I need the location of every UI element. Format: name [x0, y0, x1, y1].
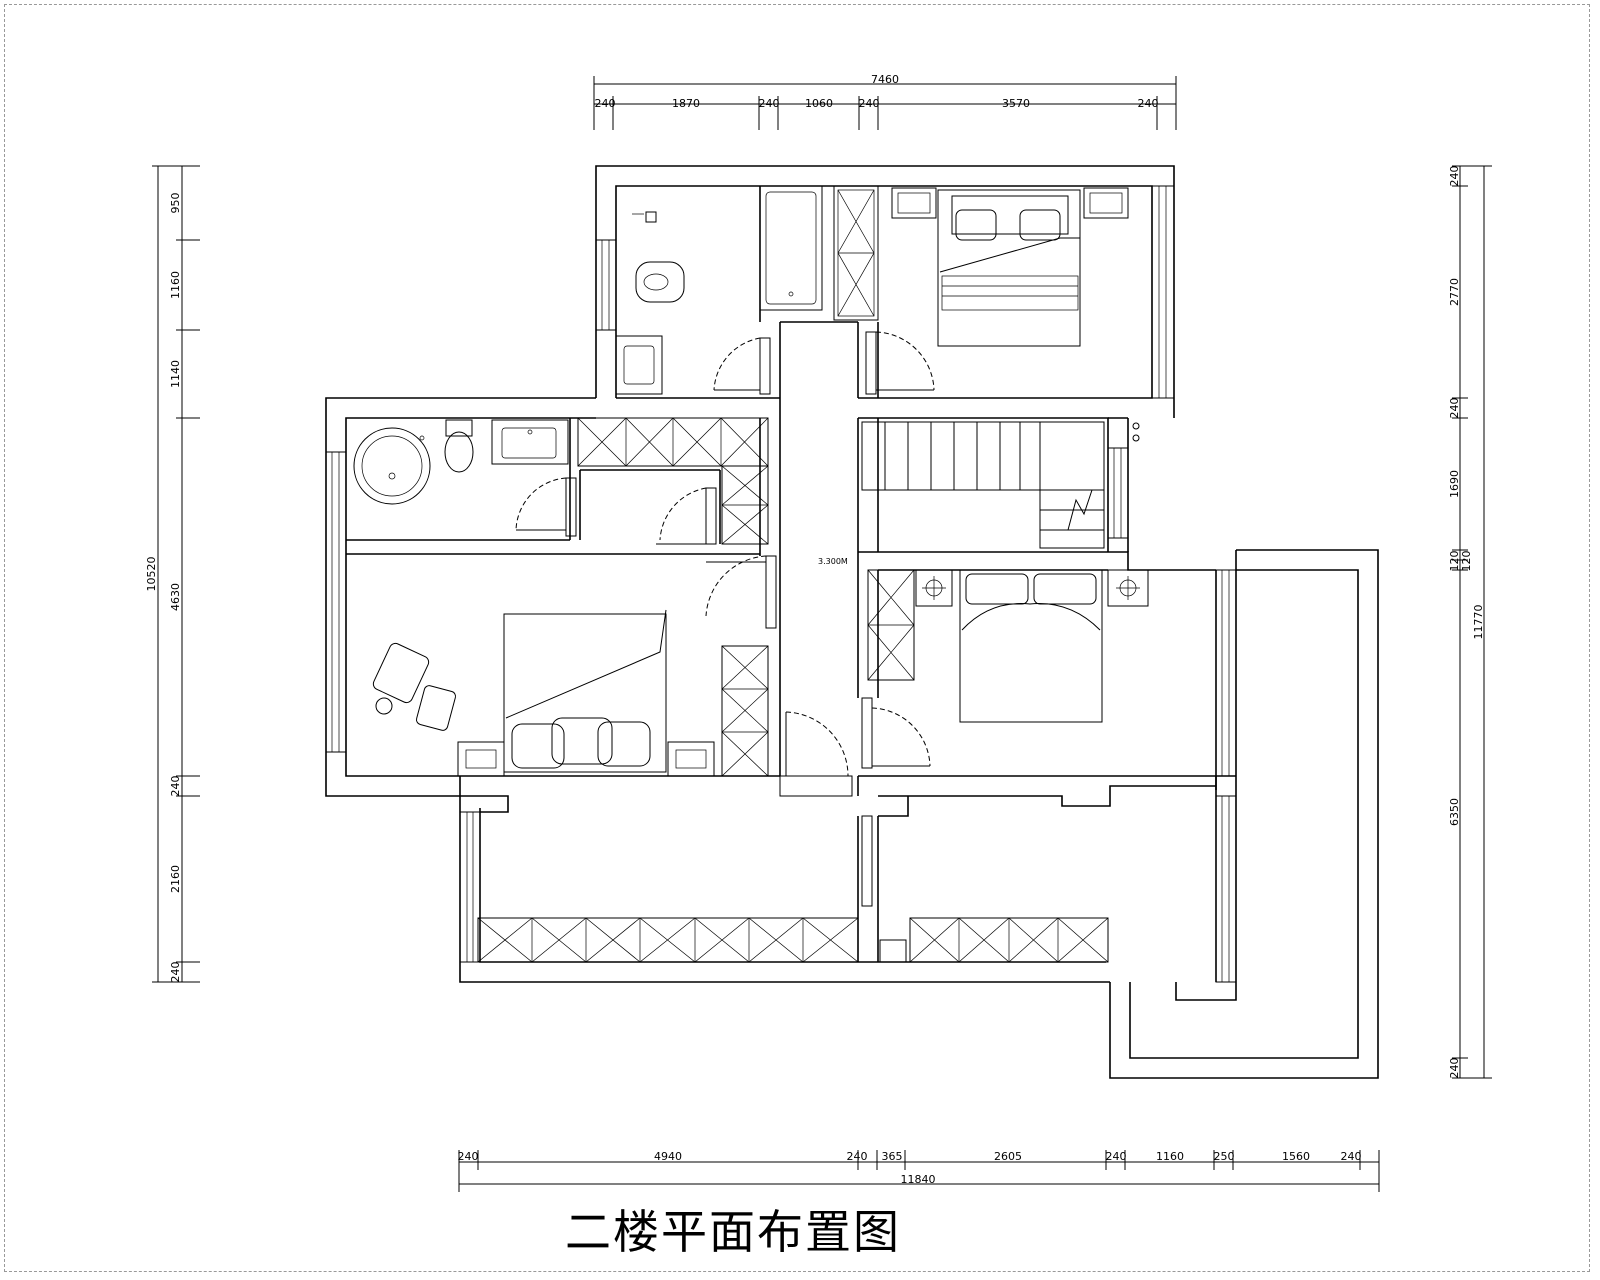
- squat-toilet-icon: [632, 211, 685, 303]
- vanity-sink-icon: [491, 419, 569, 465]
- top-dimension-lines: 7460 240 1870 240 1060 240 3570 240: [593, 73, 1177, 130]
- top-dim-5: 240: [859, 97, 880, 110]
- left-dim-6: 2160: [169, 865, 182, 893]
- windows: [325, 185, 1237, 983]
- bottom-dim-7: 1160: [1156, 1150, 1184, 1163]
- bed-2-icon: [457, 609, 715, 777]
- bottom-dim-8: 250: [1214, 1150, 1235, 1163]
- left-dimension-lines: 10520 950 1160 1140 4630 240 2160 240: [145, 165, 200, 983]
- bottom-dim-6: 240: [1106, 1150, 1127, 1163]
- washbasin-icon: [615, 335, 663, 395]
- wardrobe-west-vertical: [721, 465, 769, 545]
- bottom-dim-10: 240: [1341, 1150, 1362, 1163]
- toilet-icon: [444, 419, 474, 473]
- bottom-dim-5: 2605: [994, 1150, 1022, 1163]
- top-dim-6: 3570: [1002, 97, 1030, 110]
- left-dim-1: 950: [169, 193, 182, 214]
- right-dim-3: 240: [1448, 398, 1461, 419]
- wardrobe-south-east: [879, 917, 1109, 963]
- wardrobe-master-north: [833, 185, 879, 321]
- top-dim-4: 1060: [805, 97, 833, 110]
- right-dim-7: 6350: [1448, 798, 1461, 826]
- bottom-dim-4: 365: [882, 1150, 903, 1163]
- left-dim-2: 1160: [169, 271, 182, 299]
- bottom-dim-2: 4940: [654, 1150, 682, 1163]
- stair-level-note: 3.300M: [818, 557, 848, 566]
- bottom-dim-9: 1560: [1282, 1150, 1310, 1163]
- top-total-dim: 7460: [871, 73, 899, 86]
- right-dim-4: 1690: [1448, 470, 1461, 498]
- right-dim-5: 120: [1448, 551, 1461, 572]
- round-bathtub-icon: [353, 427, 431, 505]
- drawing-title: 二楼平面布置图: [565, 1205, 901, 1259]
- bottom-total-dim: 11840: [901, 1173, 936, 1186]
- right-dimension-lines: 240 2770 240 1690 120 120 6350 240 11770: [1448, 165, 1492, 1079]
- east-bed-icon: [915, 569, 1149, 723]
- bottom-dim-3: 240: [847, 1150, 868, 1163]
- exterior-walls: [325, 165, 1379, 1079]
- left-dim-3: 1140: [169, 360, 182, 388]
- armchair-icon: [372, 642, 457, 731]
- doors: [515, 331, 935, 907]
- right-total-dim: 11770: [1472, 605, 1485, 640]
- bottom-dim-1: 240: [458, 1150, 479, 1163]
- left-dim-4: 4630: [169, 583, 182, 611]
- wardrobe-west-row: [577, 417, 769, 467]
- right-dim-6: 120: [1460, 551, 1473, 572]
- bottom-dimension-lines: 240 4940 240 365 2605 240 1160 250 1560 …: [458, 1150, 1380, 1192]
- staircase: [861, 421, 1140, 549]
- top-dim-7: 240: [1138, 97, 1159, 110]
- wardrobe-east-bedroom: [867, 569, 915, 681]
- right-dim-2: 2770: [1448, 278, 1461, 306]
- wardrobe-bedroom2: [721, 645, 769, 777]
- left-dim-7: 240: [169, 962, 182, 983]
- top-dim-3: 240: [759, 97, 780, 110]
- right-dim-8: 240: [1448, 1058, 1461, 1079]
- wardrobe-south-west: [477, 917, 859, 963]
- top-dim-1: 240: [595, 97, 616, 110]
- left-total-dim: 10520: [145, 557, 158, 592]
- left-dim-5: 240: [169, 776, 182, 797]
- drawing-frame: [4, 4, 1590, 1272]
- master-bed-icon: [891, 187, 1129, 347]
- bathtub-icon: [759, 185, 823, 311]
- right-dim-1: 240: [1448, 166, 1461, 187]
- top-dim-2: 1870: [672, 97, 700, 110]
